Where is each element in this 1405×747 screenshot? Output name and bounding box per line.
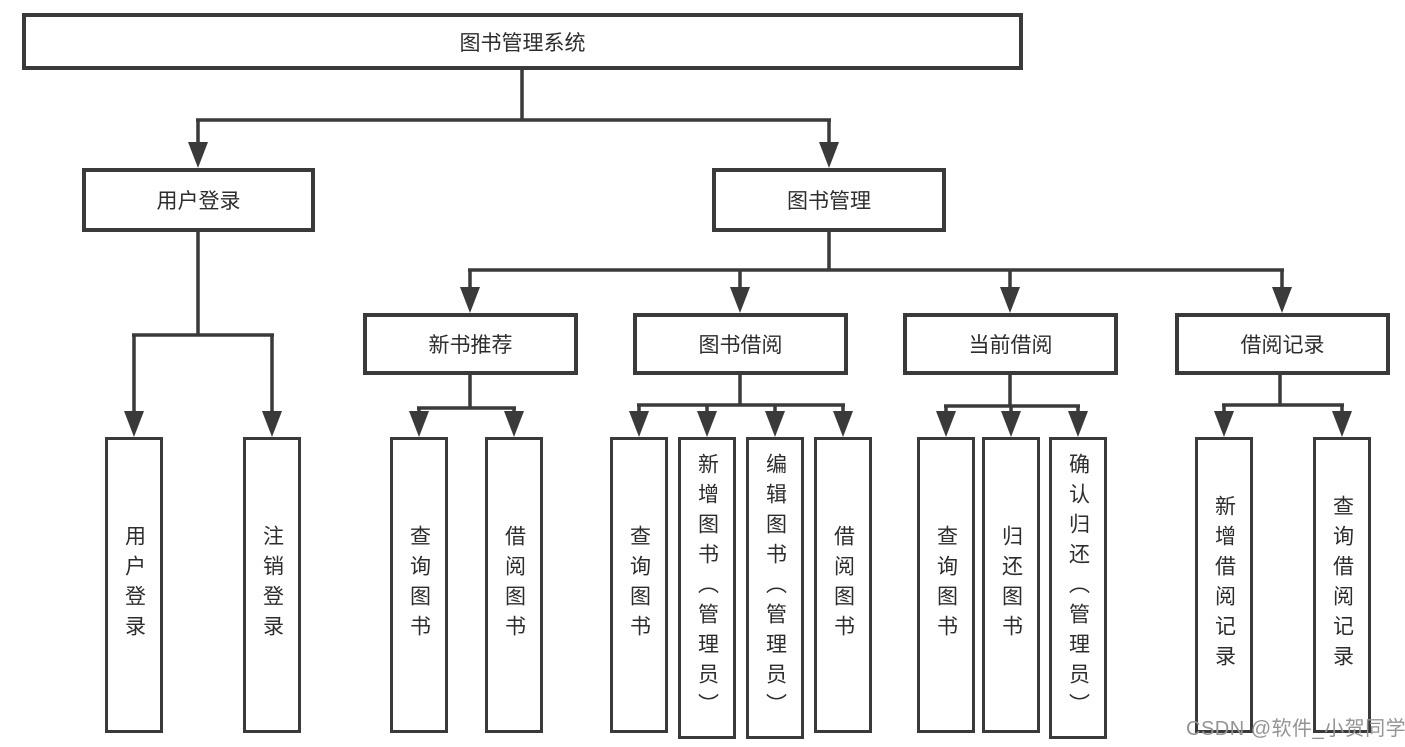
node-library-system: 图书管理系统 xyxy=(22,13,1023,70)
node-edit-books-admin-label: 编辑图书（管理员） xyxy=(763,453,787,723)
node-add-borrow-record: 新增借阅记录 xyxy=(1195,437,1253,733)
node-new-book-recommendation-label: 新书推荐 xyxy=(428,334,513,357)
node-logout-label: 注销登录 xyxy=(260,525,284,645)
node-query-books-current: 查询图书 xyxy=(917,437,975,733)
node-confirm-return-admin-label: 确认归还（管理员） xyxy=(1066,453,1090,723)
node-return-books: 归还图书 xyxy=(982,437,1040,733)
node-query-books-recommend: 查询图书 xyxy=(390,437,448,733)
node-book-management: 图书管理 xyxy=(712,168,946,232)
node-new-book-recommendation: 新书推荐 xyxy=(363,313,578,375)
node-logout: 注销登录 xyxy=(243,437,301,733)
node-query-books-recommend-label: 查询图书 xyxy=(407,525,431,645)
node-query-borrow-record: 查询借阅记录 xyxy=(1313,437,1371,733)
node-borrow-books-recommend-label: 借阅图书 xyxy=(502,525,526,645)
node-book-borrowing-label: 图书借阅 xyxy=(698,334,783,357)
node-borrowing-records-label: 借阅记录 xyxy=(1240,334,1325,357)
node-query-books-borrow: 查询图书 xyxy=(610,437,668,733)
node-borrowing-records: 借阅记录 xyxy=(1175,313,1390,375)
node-confirm-return-admin: 确认归还（管理员） xyxy=(1049,437,1107,739)
node-user-login-branch-label: 用户登录 xyxy=(156,190,241,213)
node-borrow-books-label: 借阅图书 xyxy=(831,525,855,645)
node-user-login-branch: 用户登录 xyxy=(82,168,315,232)
connector-paths xyxy=(132,70,1344,416)
node-add-books-admin-label: 新增图书（管理员） xyxy=(695,453,719,723)
node-return-books-label: 归还图书 xyxy=(999,525,1023,645)
csdn-watermark: CSDN @软件_小贺同学 xyxy=(1186,718,1405,740)
node-current-borrowing-label: 当前借阅 xyxy=(968,334,1053,357)
node-query-books-current-label: 查询图书 xyxy=(934,525,958,645)
node-borrow-books-recommend: 借阅图书 xyxy=(485,437,543,733)
node-library-system-label: 图书管理系统 xyxy=(459,31,586,55)
node-book-management-label: 图书管理 xyxy=(787,190,871,213)
node-book-borrowing: 图书借阅 xyxy=(633,313,848,375)
node-query-books-borrow-label: 查询图书 xyxy=(627,525,651,645)
node-add-books-admin: 新增图书（管理员） xyxy=(678,437,736,739)
node-current-borrowing: 当前借阅 xyxy=(903,313,1118,375)
node-user-login-leaf-label: 用户登录 xyxy=(122,525,146,645)
node-borrow-books: 借阅图书 xyxy=(814,437,872,733)
node-query-borrow-record-label: 查询借阅记录 xyxy=(1330,495,1354,675)
arrowheads xyxy=(124,142,1352,437)
node-user-login-leaf: 用户登录 xyxy=(105,437,163,733)
node-edit-books-admin: 编辑图书（管理员） xyxy=(746,437,804,739)
node-add-borrow-record-label: 新增借阅记录 xyxy=(1212,495,1236,675)
